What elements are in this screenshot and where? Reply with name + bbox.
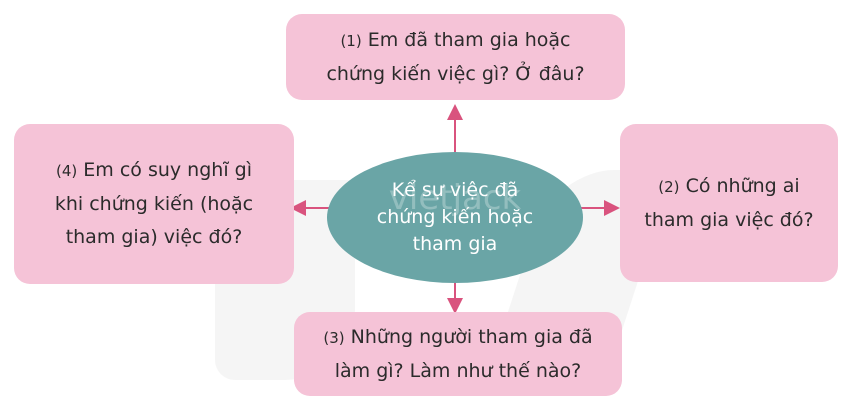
box-bottom: (3) Những người tham gia đã làm gì? Làm … xyxy=(294,312,622,396)
box-right-line1: Có những ai xyxy=(685,174,800,197)
box-top-line1: Em đã tham gia hoặc xyxy=(367,28,571,51)
box-top-number: (1) xyxy=(340,31,362,50)
box-bottom-line1: Những người tham gia đã xyxy=(350,325,593,348)
center-topic-ellipse: Kể sự việc đã chứng kiến hoặc tham gia xyxy=(327,152,583,283)
center-line3: tham gia xyxy=(412,233,498,255)
box-bottom-number: (3) xyxy=(323,328,345,347)
box-left-line2: khi chứng kiến (hoặc xyxy=(54,193,254,215)
box-left-line3: tham gia) việc đó? xyxy=(65,226,243,248)
box-right-line2: tham gia việc đó? xyxy=(644,208,814,231)
box-top-line2: chứng kiến việc gì? Ở đâu? xyxy=(326,62,585,85)
box-right: (2) Có những ai tham gia việc đó? xyxy=(620,124,838,282)
box-left-number: (4) xyxy=(55,162,78,180)
center-line2: chứng kiến hoặc xyxy=(376,206,534,228)
box-top: (1) Em đã tham gia hoặc chứng kiến việc … xyxy=(286,14,625,100)
box-bottom-line2: làm gì? Làm như thế nào? xyxy=(334,359,582,382)
box-left-line1: Em có suy nghĩ gì xyxy=(83,159,252,181)
box-right-number: (2) xyxy=(658,177,680,196)
box-left: (4) Em có suy nghĩ gì khi chứng kiến (ho… xyxy=(14,124,294,284)
center-line1: Kể sự việc đã xyxy=(391,179,519,201)
